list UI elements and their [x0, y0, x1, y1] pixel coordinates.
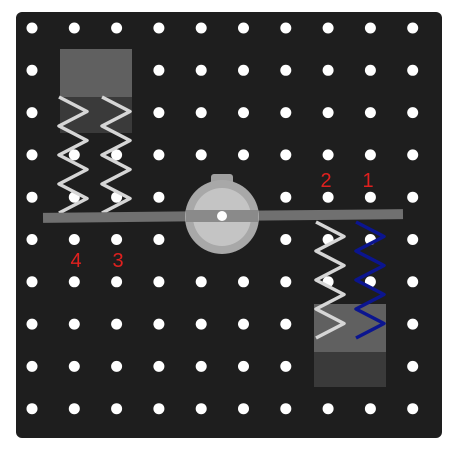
peg-hole — [68, 276, 80, 288]
peg-hole — [364, 22, 376, 34]
peg-hole — [280, 107, 292, 119]
peg-hole — [364, 107, 376, 119]
spring-label-3: 3 — [112, 250, 123, 272]
peg-hole — [26, 276, 38, 288]
peg-hole — [195, 360, 207, 372]
peg-hole — [111, 318, 123, 330]
peg-hole — [407, 276, 419, 288]
peg-hole — [280, 318, 292, 330]
spring-label-4: 4 — [70, 250, 81, 272]
peg-hole — [238, 149, 249, 161]
peg-hole — [322, 107, 334, 119]
peg-hole — [153, 403, 165, 415]
spring-2 — [314, 220, 346, 340]
peg-hole — [68, 149, 80, 161]
peg-hole — [238, 276, 249, 288]
peg-hole — [111, 276, 123, 288]
peg-hole — [195, 403, 207, 415]
peg-hole — [280, 22, 292, 34]
peg-hole — [195, 149, 207, 161]
weight-block-top-left — [60, 49, 132, 97]
peg-hole — [364, 191, 376, 203]
peg-hole — [238, 318, 249, 330]
peg-hole — [322, 149, 334, 161]
peg-hole — [195, 64, 207, 76]
peg-hole — [26, 234, 38, 245]
peg-hole — [153, 360, 165, 372]
peg-hole — [111, 234, 123, 245]
peg-hole — [407, 149, 419, 161]
peg-hole — [26, 149, 38, 161]
peg-hole — [280, 276, 292, 288]
peg-hole — [238, 403, 249, 415]
peg-hole — [26, 22, 38, 34]
peg-hole — [153, 234, 165, 245]
peg-hole — [238, 64, 249, 76]
peg-hole — [68, 22, 80, 34]
spring-1 — [354, 220, 386, 340]
peg-hole — [26, 318, 38, 330]
peg-hole — [238, 360, 249, 372]
peg-hole — [195, 22, 207, 34]
peg-hole — [407, 64, 419, 76]
peg-hole — [364, 403, 376, 415]
peg-hole — [68, 403, 80, 415]
peg-hole — [153, 149, 165, 161]
peg-hole — [68, 318, 80, 330]
peg-hole — [195, 318, 207, 330]
peg-hole — [407, 318, 419, 330]
peg-hole — [322, 403, 334, 415]
peg-hole — [322, 64, 334, 76]
springs — [57, 95, 386, 340]
peg-hole — [280, 149, 292, 161]
peg-hole — [195, 107, 207, 119]
peg-hole — [407, 22, 419, 34]
peg-hole — [280, 64, 292, 76]
peg-hole — [26, 403, 38, 415]
peg-hole — [280, 234, 292, 245]
spring-4 — [57, 95, 89, 215]
peg-hole — [407, 191, 419, 203]
peg-hole — [153, 318, 165, 330]
peg-hole — [364, 149, 376, 161]
peg-hole — [322, 191, 334, 203]
peg-hole — [26, 360, 38, 372]
peg-hole — [280, 403, 292, 415]
peg-hole — [322, 22, 334, 34]
peg-hole — [407, 360, 419, 372]
peg-hole — [153, 107, 165, 119]
peg-hole — [68, 360, 80, 372]
peg-hole — [68, 234, 80, 245]
weight-block-bottom-right-shadow — [314, 352, 386, 387]
peg-hole — [195, 276, 207, 288]
peg-hole — [407, 234, 419, 245]
peg-hole — [153, 191, 165, 203]
peg-hole — [111, 22, 123, 34]
peg-hole — [153, 22, 165, 34]
peg-hole — [280, 360, 292, 372]
peg-hole — [26, 191, 38, 203]
pivot-axle — [217, 211, 227, 221]
peg-hole — [153, 276, 165, 288]
spring-3 — [100, 95, 132, 215]
peg-hole — [238, 107, 249, 119]
peg-hole — [364, 64, 376, 76]
peg-hole — [111, 360, 123, 372]
peg-hole — [238, 22, 249, 34]
pivot-hub-icon — [185, 174, 259, 254]
peg-hole — [111, 149, 123, 161]
peg-hole — [26, 64, 38, 76]
peg-hole — [26, 107, 38, 119]
spring-label-1: 1 — [362, 170, 373, 192]
peg-hole — [407, 107, 419, 119]
peg-hole — [407, 403, 419, 415]
spring-label-2: 2 — [320, 170, 331, 192]
peg-hole — [153, 64, 165, 76]
peg-hole — [280, 191, 292, 203]
peg-hole — [111, 403, 123, 415]
